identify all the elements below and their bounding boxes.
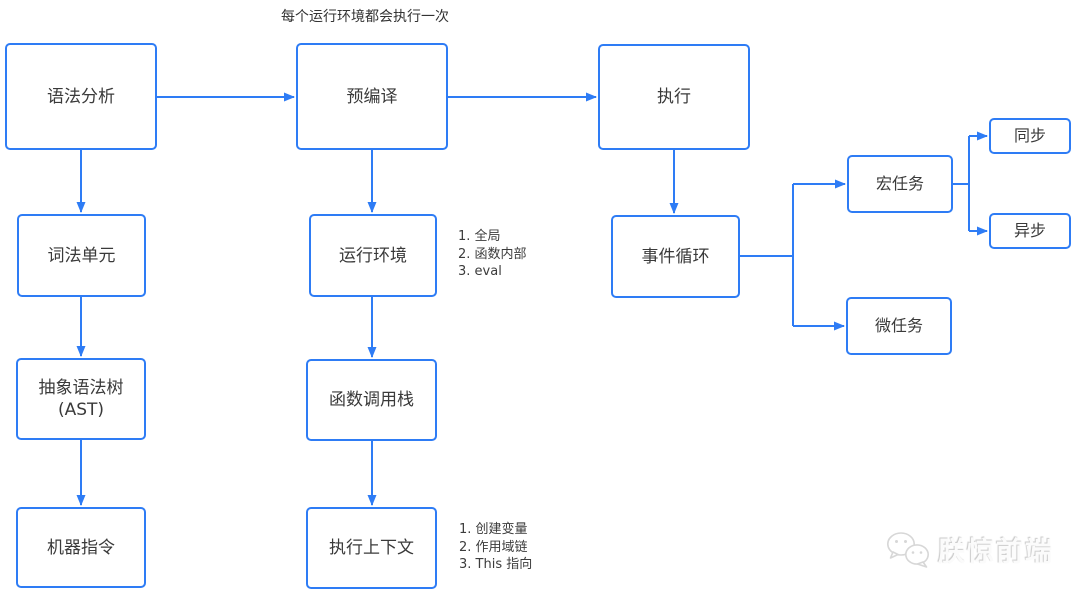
node-label: 执行	[657, 87, 691, 107]
notes-exec-context: 1. 创建变量 2. 作用域链 3. This 指向	[459, 521, 532, 574]
wechat-icon	[886, 531, 932, 569]
node-macro-task: 宏任务	[847, 155, 953, 213]
node-label: 微任务	[874, 316, 923, 335]
node-label: 函数调用栈	[329, 390, 414, 410]
node-label: 机器指令	[47, 537, 115, 558]
node-label: 宏任务	[875, 174, 924, 193]
note-line: 3. This 指向	[459, 557, 533, 572]
node-exec-context: 执行上下文	[306, 507, 437, 589]
node-label: 同步	[1013, 126, 1046, 145]
node-lexical-unit: 词法单元	[17, 214, 146, 297]
node-execute: 执行	[598, 44, 750, 150]
node-precompile: 预编译	[296, 43, 448, 150]
node-label: 抽象语法树	[38, 378, 124, 398]
node-label: 执行上下文	[329, 538, 414, 558]
node-call-stack: 函数调用栈	[306, 359, 437, 441]
caption-runtime-note: 每个运行环境都会执行一次	[281, 9, 449, 25]
node-label: 运行环境	[339, 245, 407, 266]
watermark-text: 朕惊前端	[938, 537, 1054, 568]
node-async: 异步	[989, 213, 1071, 249]
note-line: 2. 作用域链	[459, 539, 528, 555]
node-micro-task: 微任务	[846, 297, 952, 355]
node-ast: 抽象语法树 (AST)	[16, 358, 146, 440]
note-line: 1. 全局	[458, 229, 501, 244]
node-label: 异步	[1013, 221, 1046, 240]
node-sublabel: (AST)	[57, 400, 105, 420]
note-line: 3. eval	[458, 264, 502, 279]
node-label: 词法单元	[47, 245, 116, 266]
watermark: 朕惊前端	[886, 530, 1054, 569]
note-line: 1. 创建变量	[459, 522, 528, 537]
note-line: 2. 函数内部	[458, 246, 527, 262]
node-runtime-env: 运行环境	[309, 214, 437, 297]
node-label: 预编译	[346, 86, 398, 107]
node-label: 事件循环	[641, 246, 710, 267]
node-label: 语法分析	[47, 86, 115, 107]
notes-runtime-env: 1. 全局 2. 函数内部 3. eval	[458, 228, 527, 281]
node-syntax-analysis: 语法分析	[5, 43, 157, 150]
node-sync: 同步	[989, 118, 1071, 154]
node-machine-code: 机器指令	[16, 507, 146, 588]
node-event-loop: 事件循环	[611, 215, 740, 298]
